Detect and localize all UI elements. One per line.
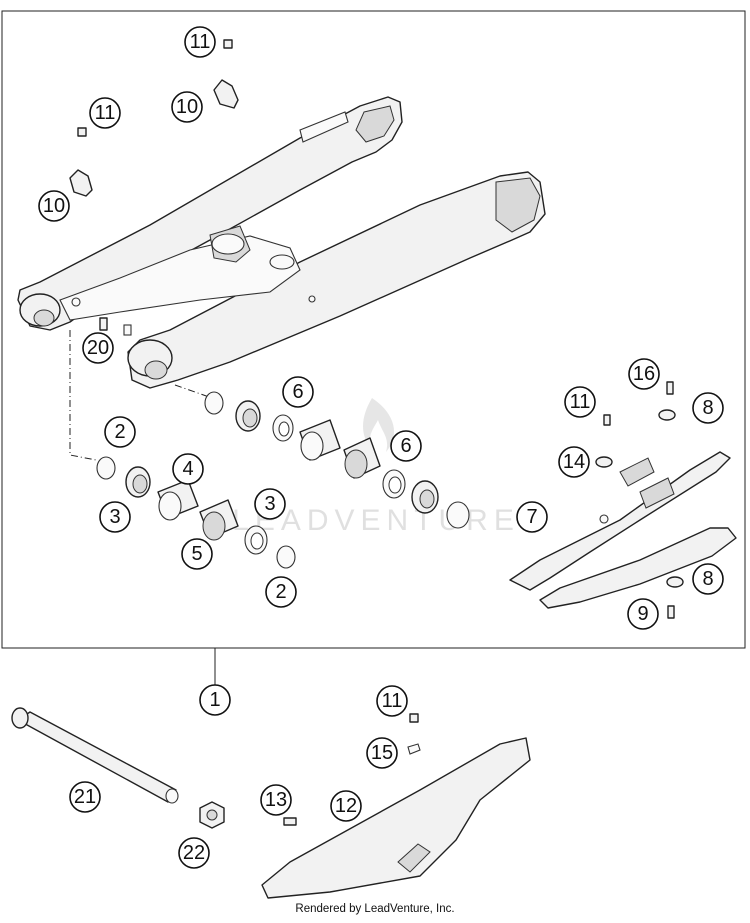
bolts-11 xyxy=(77,39,611,723)
callout-22: 22 xyxy=(178,837,210,869)
callout-2: 2 xyxy=(104,416,136,448)
callout-16: 16 xyxy=(628,358,660,390)
chain-guard xyxy=(261,737,531,899)
callout-6: 6 xyxy=(282,376,314,408)
svg-text:12: 12 xyxy=(335,795,357,817)
svg-text:10: 10 xyxy=(176,96,198,118)
svg-text:6: 6 xyxy=(292,381,303,403)
svg-text:13: 13 xyxy=(265,789,287,811)
svg-text:8: 8 xyxy=(702,568,713,590)
svg-text:22: 22 xyxy=(183,842,205,864)
pivot-parts-lower-row xyxy=(96,456,296,569)
svg-text:11: 11 xyxy=(570,391,591,413)
callout-9: 9 xyxy=(627,598,659,630)
callout-6: 6 xyxy=(390,430,422,462)
svg-text:16: 16 xyxy=(633,363,655,385)
callout-8: 8 xyxy=(692,563,724,595)
footer-credit: Rendered by LeadVenture, Inc. xyxy=(295,903,455,915)
cable-clamps-10 xyxy=(69,79,239,197)
callout-21: 21 xyxy=(69,781,101,813)
svg-text:11: 11 xyxy=(95,102,116,124)
callout-11: 11 xyxy=(89,97,121,129)
callout-2: 2 xyxy=(265,576,297,608)
svg-text:14: 14 xyxy=(563,451,585,473)
svg-text:2: 2 xyxy=(275,581,286,603)
svg-text:1: 1 xyxy=(209,689,220,711)
pivot-parts-upper-row xyxy=(204,391,470,529)
svg-text:20: 20 xyxy=(87,337,109,359)
callouts: 11 10 11 10 20 6 16 11 8 2 4 6 14 3 3 7 … xyxy=(38,26,724,869)
callout-8: 8 xyxy=(692,392,724,424)
callout-13: 13 xyxy=(260,784,292,816)
svg-text:7: 7 xyxy=(526,506,537,528)
svg-text:9: 9 xyxy=(637,603,648,625)
callout-15: 15 xyxy=(366,737,398,769)
svg-text:8: 8 xyxy=(702,397,713,419)
svg-text:4: 4 xyxy=(182,458,193,480)
callout-4: 4 xyxy=(172,453,204,485)
callout-3: 3 xyxy=(99,501,131,533)
svg-text:11: 11 xyxy=(382,690,403,712)
centerline-axle xyxy=(174,384,213,399)
axle-nut xyxy=(199,801,225,829)
svg-text:2: 2 xyxy=(114,421,125,443)
svg-text:21: 21 xyxy=(74,786,96,808)
assembly-frame xyxy=(1,10,746,649)
svg-text:10: 10 xyxy=(43,195,65,217)
callout-14: 14 xyxy=(558,446,590,478)
svg-text:11: 11 xyxy=(190,31,211,53)
callout-12: 12 xyxy=(330,790,362,822)
callout-1: 1 xyxy=(199,684,231,716)
callout-5: 5 xyxy=(181,538,213,570)
bolt-20 xyxy=(99,317,132,336)
callout-11: 11 xyxy=(184,26,216,58)
chain-slider xyxy=(509,381,737,619)
callout-20: 20 xyxy=(82,332,114,364)
callout-11: 11 xyxy=(564,386,596,418)
callout-10: 10 xyxy=(171,91,203,123)
callout-7: 7 xyxy=(516,501,548,533)
callout-11: 11 xyxy=(376,685,408,717)
centerline-pivot xyxy=(69,330,97,461)
axle xyxy=(11,707,179,804)
svg-text:3: 3 xyxy=(264,493,275,515)
svg-text:15: 15 xyxy=(371,742,393,764)
swingarm xyxy=(17,96,546,389)
svg-text:3: 3 xyxy=(109,506,120,528)
callout-10: 10 xyxy=(38,190,70,222)
svg-text:5: 5 xyxy=(191,543,202,565)
svg-text:6: 6 xyxy=(400,435,411,457)
callout-3: 3 xyxy=(254,488,286,520)
